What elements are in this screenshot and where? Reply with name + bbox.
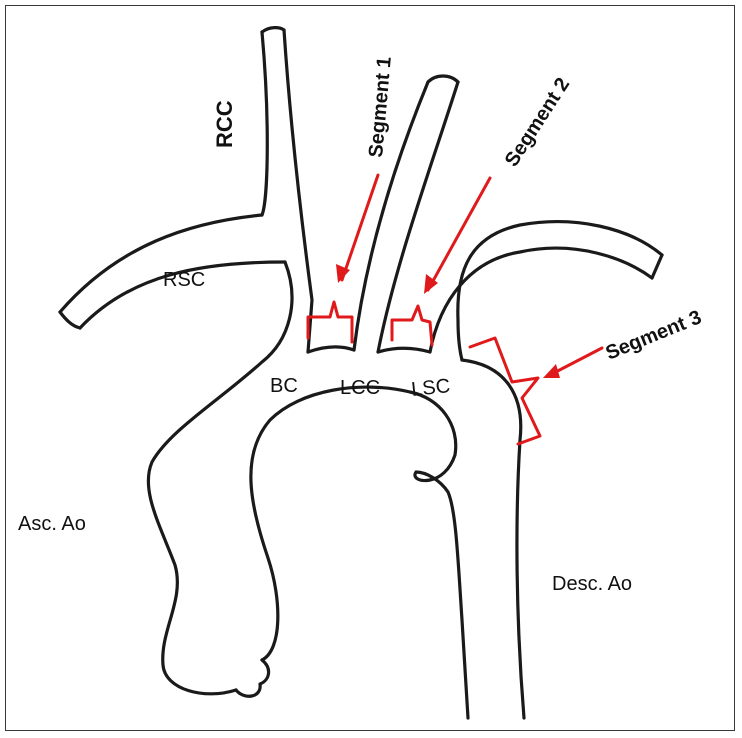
lsc-vessel-lower bbox=[430, 248, 652, 352]
aortic-root-bumps bbox=[236, 660, 269, 696]
rsc-vessel-cap bbox=[60, 312, 80, 328]
rcc-vessel-left bbox=[262, 32, 267, 215]
segment2-bracket bbox=[392, 306, 432, 345]
label-segment3: Segment 3 bbox=[603, 306, 705, 364]
segment1-arrow bbox=[342, 175, 378, 280]
lcc-lsc-floor bbox=[378, 348, 430, 352]
segment2-arrow bbox=[428, 178, 490, 290]
bc-lcc-floor bbox=[308, 347, 354, 352]
rcc-vessel-cap bbox=[262, 28, 284, 32]
label-asc-ao: Asc. Ao bbox=[18, 513, 86, 535]
lcc-vessel-cap bbox=[428, 76, 458, 82]
label-rsc: RSC bbox=[163, 269, 205, 291]
lsc-vessel-cap bbox=[652, 255, 662, 278]
label-rcc: RCC bbox=[212, 100, 237, 148]
ligament-notch bbox=[415, 472, 468, 718]
bc-ascending-outer bbox=[148, 262, 292, 694]
segment1-bracket bbox=[308, 302, 352, 342]
rcc-vessel-right bbox=[284, 30, 312, 352]
ascending-inner bbox=[251, 387, 456, 660]
label-desc-ao: Desc. Ao bbox=[552, 573, 632, 595]
segment3-bracket bbox=[470, 338, 540, 444]
label-lcc: LCC bbox=[340, 377, 380, 399]
label-bc: BC bbox=[270, 375, 298, 397]
segment3-arrowhead bbox=[543, 364, 560, 378]
label-segment2: Segment 2 bbox=[501, 74, 575, 171]
label-segment1: Segment 1 bbox=[365, 56, 396, 159]
label-lsc: LSC bbox=[410, 375, 451, 401]
descending-outer bbox=[462, 360, 524, 718]
